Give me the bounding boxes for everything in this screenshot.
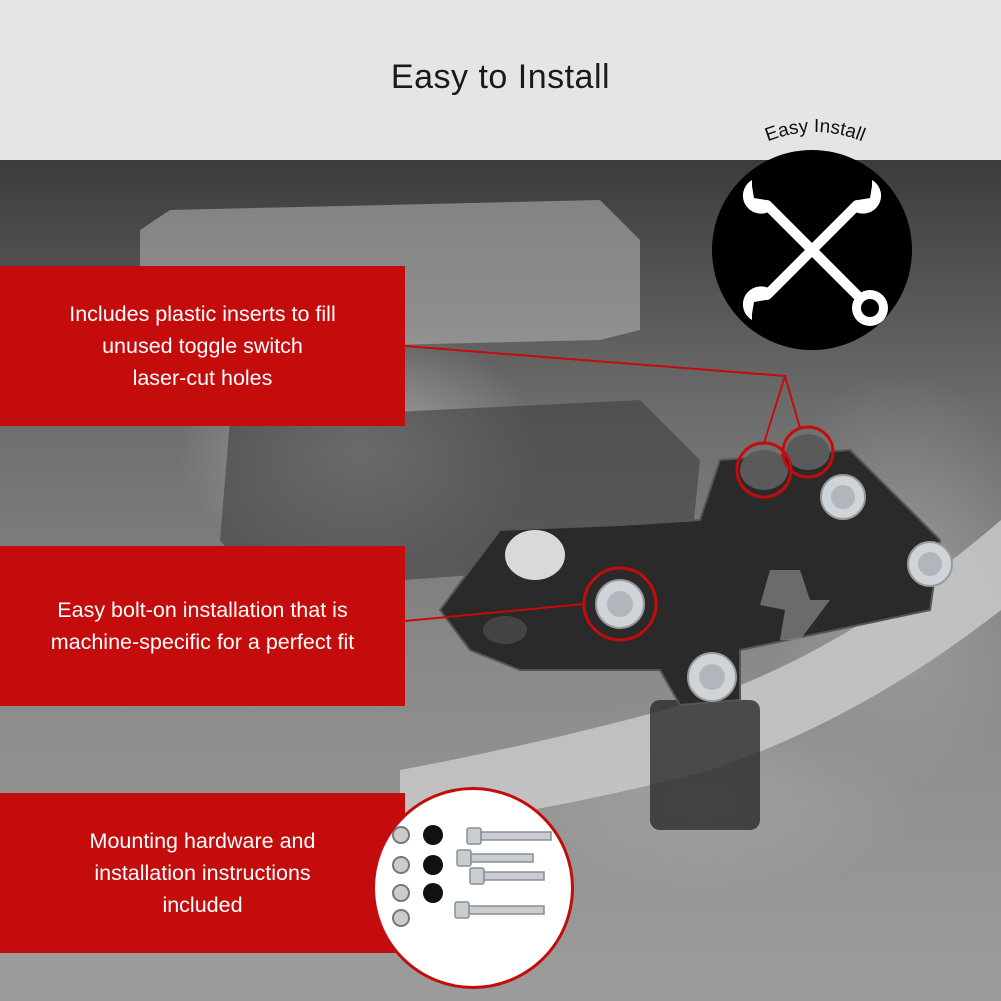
plate-hole	[505, 530, 565, 580]
callout-line: machine-specific for a perfect fit	[50, 630, 355, 654]
header-band: Easy to Install	[0, 0, 1001, 160]
badge-label-arc: Easy Install	[762, 116, 868, 146]
page-title: Easy to Install	[390, 58, 611, 96]
callout-line: Mounting hardware and	[89, 828, 316, 853]
mounting-plate	[438, 448, 942, 707]
bolt-set-icon	[454, 827, 552, 919]
callout-line: installation instructions	[94, 860, 311, 885]
easy-install-badge	[712, 150, 912, 350]
callout-line: Easy bolt-on installation that is	[57, 597, 348, 622]
callout-line: Includes plastic inserts to fill	[69, 301, 336, 326]
badge-label: Easy Install	[762, 116, 868, 146]
bolt-1	[820, 474, 866, 520]
leader-line-inserts-right	[784, 375, 801, 429]
riser-block	[650, 700, 760, 830]
hardware-kit-image	[372, 787, 574, 989]
crossed-wrenches-icon	[742, 180, 888, 326]
callout-bolt-on: Easy bolt-on installation that is machin…	[0, 546, 405, 706]
highlight-circle-insert-right	[781, 425, 835, 479]
washer-icon	[392, 826, 410, 927]
bolt-4	[595, 579, 645, 629]
plate-recess	[483, 616, 527, 644]
svg-text:Easy Install: Easy Install	[762, 116, 868, 146]
callout-line: unused toggle switch	[102, 333, 303, 358]
bolt-2	[907, 541, 953, 587]
toggle-hole-left	[740, 450, 788, 490]
callout-hardware: Mounting hardware and installation instr…	[0, 793, 405, 953]
toggle-hole-right	[786, 434, 830, 470]
callout-plastic-inserts: Includes plastic inserts to fill unused …	[0, 266, 405, 426]
callout-line: laser-cut holes	[132, 366, 273, 391]
handlebar	[400, 520, 1001, 830]
callout-line: included	[162, 893, 243, 918]
bolt-3	[687, 652, 737, 702]
plate-logo-cutout	[760, 570, 830, 640]
leader-line-bolt	[404, 603, 585, 622]
rubber-insert-icon	[423, 825, 443, 903]
